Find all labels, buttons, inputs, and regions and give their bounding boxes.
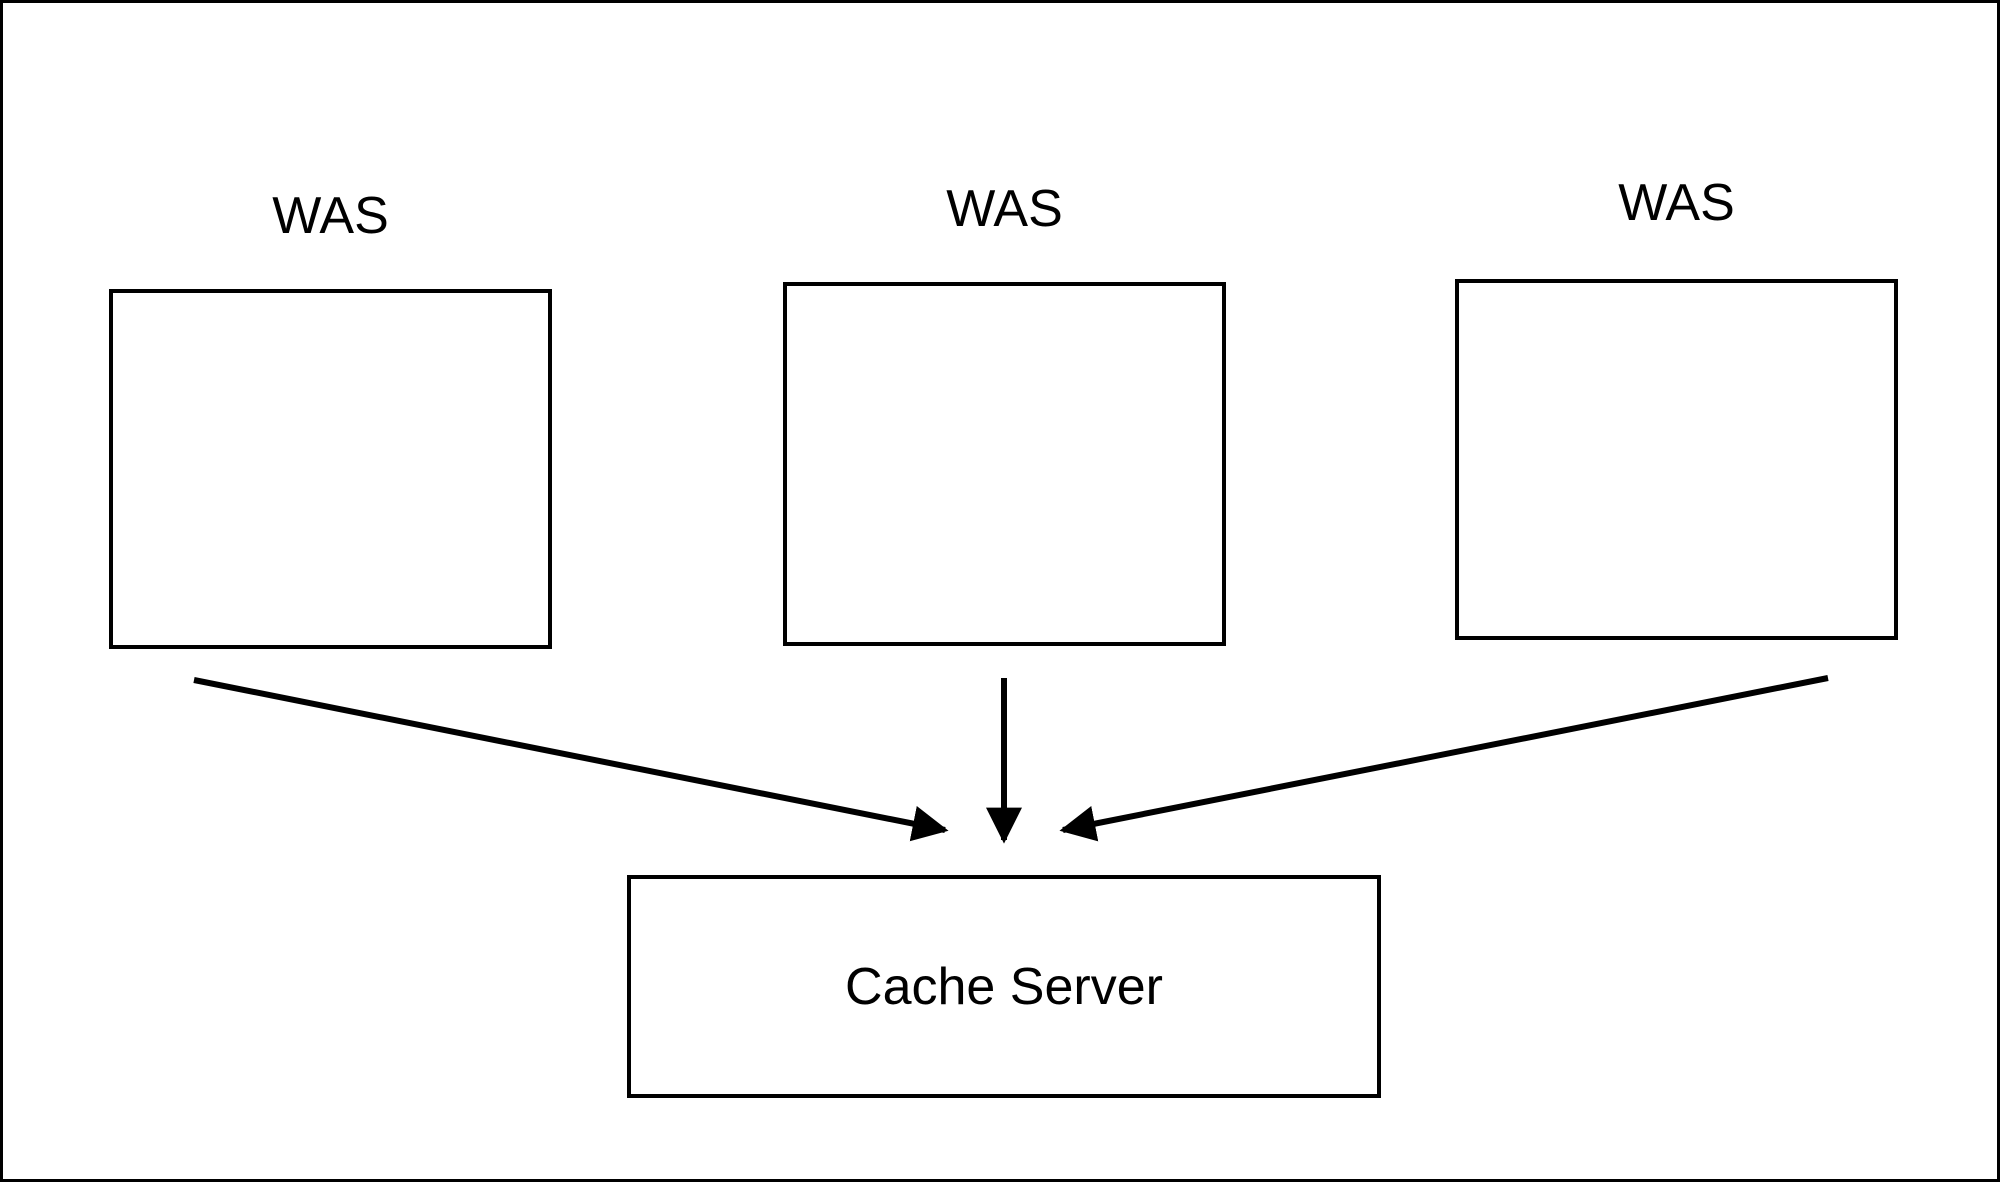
edge-arrow-was3-to-cache — [1059, 675, 1829, 842]
was-label: WAS — [946, 180, 1063, 238]
was-label: WAS — [272, 187, 389, 245]
cache-server-label: Cache Server — [845, 957, 1163, 1016]
was-node-box — [1455, 279, 1898, 640]
was-node-box — [109, 289, 552, 649]
cache-server-node: Cache Server — [627, 875, 1381, 1098]
edges-layer — [193, 675, 1829, 844]
was-label: WAS — [1618, 174, 1735, 232]
was-node-box — [783, 282, 1226, 646]
edge-arrow-was1-to-cache — [193, 677, 949, 842]
